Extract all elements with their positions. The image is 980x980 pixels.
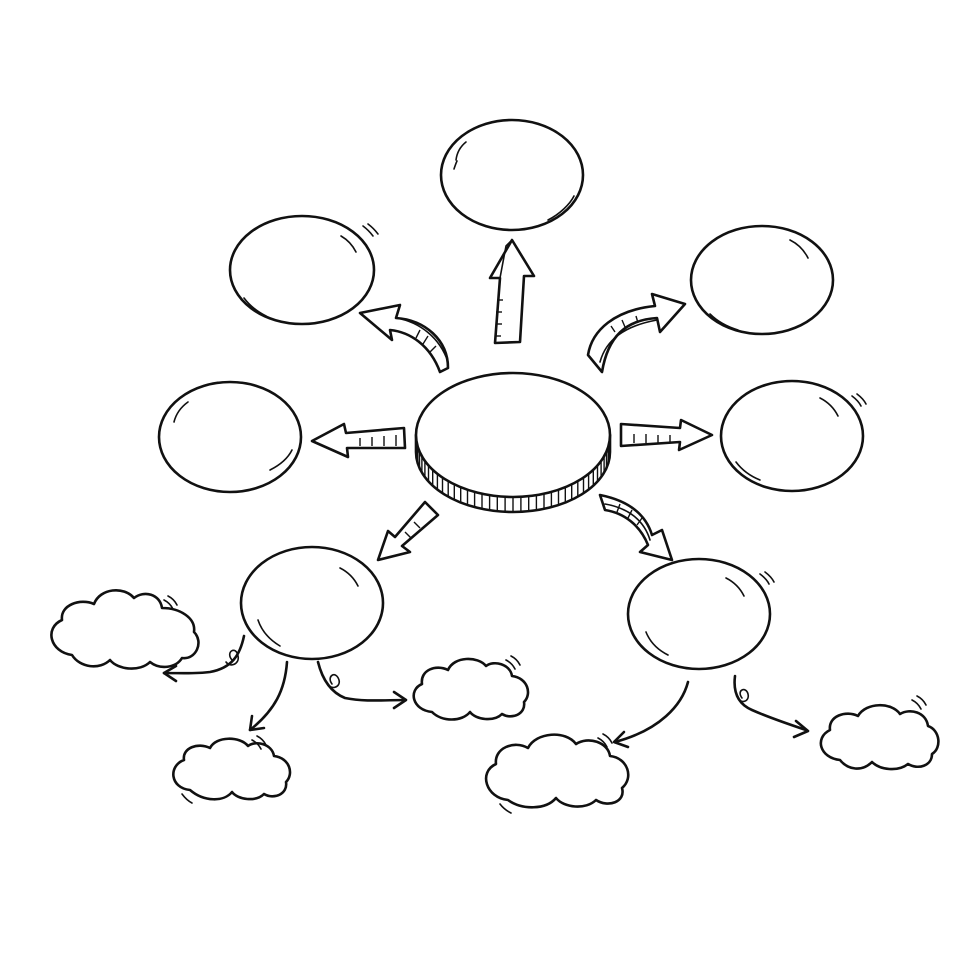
node-lower-left bbox=[239, 545, 385, 661]
connector-to-cloud-left bbox=[162, 634, 246, 683]
arrow-to-upper-left bbox=[358, 303, 450, 374]
connector-to-cloud-bottom-right bbox=[612, 680, 690, 749]
node-top bbox=[439, 118, 585, 232]
arrow-to-lower-left bbox=[376, 500, 440, 562]
node-upper-right bbox=[689, 224, 835, 336]
cloud-right bbox=[819, 695, 940, 771]
cloud-left bbox=[50, 589, 200, 670]
arrow-to-right bbox=[619, 418, 714, 452]
central-coin-node bbox=[414, 371, 612, 514]
cloud-bottom-right bbox=[484, 733, 630, 814]
arrow-to-lower-right bbox=[598, 493, 674, 562]
node-upper-left bbox=[228, 214, 379, 326]
arrow-to-top bbox=[488, 238, 536, 345]
arrow-to-upper-right bbox=[586, 292, 687, 374]
arrow-to-left bbox=[310, 422, 407, 459]
connector-to-cloud-middle bbox=[316, 660, 408, 710]
node-left bbox=[157, 380, 303, 494]
node-right bbox=[719, 379, 867, 493]
node-lower-right bbox=[626, 557, 775, 671]
coin-edge-ridges bbox=[417, 446, 609, 512]
cloud-bottom-left bbox=[172, 735, 292, 804]
connector-to-cloud-right bbox=[733, 674, 810, 739]
cloud-middle bbox=[412, 655, 530, 721]
connector-to-cloud-bottom-left bbox=[248, 660, 289, 732]
